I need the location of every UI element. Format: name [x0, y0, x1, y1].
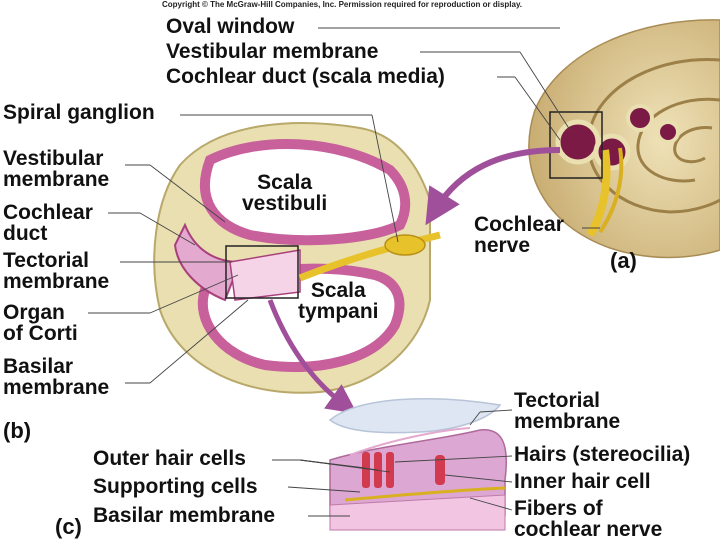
- label-scala-tympani: Scala tympani: [298, 279, 379, 323]
- label-vestibular-membrane-b: Vestibular membrane: [3, 147, 110, 191]
- copyright-notice: Copyright © The McGraw-Hill Companies, I…: [162, 0, 523, 9]
- label-tectorial-membrane-b: Tectorial membrane: [3, 249, 110, 293]
- label-cochlear-duct-b: Cochlear duct: [3, 201, 93, 245]
- label-cochlear-duct-a: Cochlear duct (scala media): [166, 65, 445, 88]
- label-oval-window: Oval window: [166, 15, 295, 38]
- label-fibers-of-cochlear-nerve: Fibers of cochlear nerve: [514, 497, 663, 541]
- part-label-a: (a): [610, 248, 637, 273]
- inner-hair-cell-c: [435, 455, 445, 485]
- tectorial-membrane-c: [328, 398, 502, 434]
- label-inner-hair-cell: Inner hair cell: [514, 470, 651, 493]
- leader-lines: [88, 27, 600, 517]
- organ-of-corti: [328, 398, 507, 531]
- label-basilar-membrane-b: Basilar membrane: [3, 355, 110, 399]
- nerve-fibers-c: [344, 486, 506, 502]
- spiral-ganglion-body: [384, 234, 426, 256]
- label-supporting-cells: Supporting cells: [93, 475, 258, 498]
- label-scala-vestibuli: Scala vestibuli: [242, 171, 328, 215]
- label-basilar-membrane-c: Basilar membrane: [93, 504, 276, 527]
- arrow-a-to-b: [425, 147, 561, 226]
- cochlea-shell: [528, 19, 720, 259]
- shell-nerve: [586, 149, 611, 238]
- shell-chamber: [656, 120, 680, 144]
- zoom-box-b: [225, 245, 299, 299]
- label-organ-of-corti: Organ of Corti: [3, 301, 78, 345]
- part-label-c: (c): [55, 514, 82, 539]
- outer-hair-cell: [386, 452, 394, 488]
- label-tectorial-membrane-c: Tectorial membrane: [514, 389, 621, 433]
- zoom-box-a: [549, 111, 603, 179]
- label-outer-hair-cells: Outer hair cells: [93, 447, 246, 470]
- part-label-b: (b): [3, 418, 32, 443]
- arrow-b-to-c: [267, 299, 358, 414]
- label-vestibular-membrane-a: Vestibular membrane: [166, 40, 379, 63]
- outer-hair-cell: [362, 452, 370, 488]
- label-hairs-stereocilia: Hairs (stereocilia): [514, 443, 691, 466]
- shell-chamber: [555, 119, 601, 165]
- shell-chamber: [626, 104, 654, 132]
- label-spiral-ganglion: Spiral ganglion: [3, 101, 155, 124]
- label-cochlear-nerve: Cochlear nerve: [474, 213, 564, 257]
